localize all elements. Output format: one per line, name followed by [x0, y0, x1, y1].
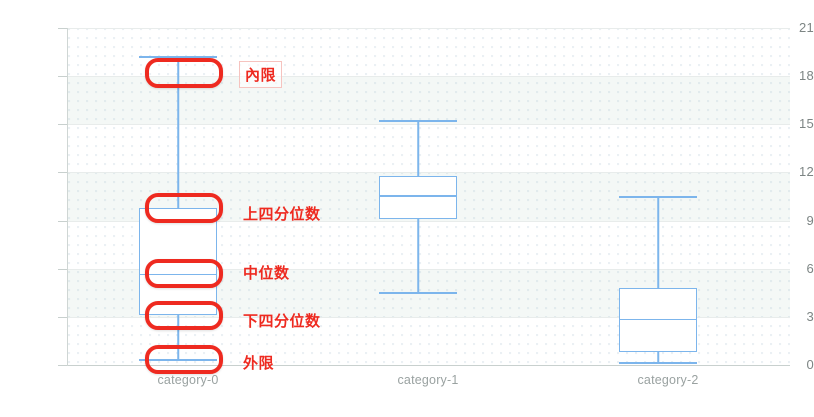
y-axis-label: 18 [798, 68, 814, 84]
y-axis-label: 3 [806, 308, 814, 324]
gridline [68, 76, 790, 78]
y-axis-label: 21 [798, 20, 814, 35]
annotation-ring-median [145, 259, 223, 288]
lower-whisker-cap [139, 359, 217, 362]
y-tick-0 [58, 365, 67, 366]
upper-whisker-stem [417, 121, 419, 177]
plot-band [68, 124, 790, 173]
y-tick-6 [58, 268, 67, 270]
box-rect [619, 288, 697, 353]
y-axis-label: 15 [798, 116, 814, 132]
upper-whisker-stem [177, 56, 179, 208]
y-tick-18 [58, 76, 67, 78]
annotation-ring-outer-limit [145, 345, 223, 374]
y-tick-21 [58, 28, 67, 29]
y-tick-15 [58, 124, 67, 126]
box-category-2[interactable] [568, 28, 748, 365]
gridline [68, 124, 790, 126]
x-axis-line [68, 365, 790, 366]
lower-whisker-stem [177, 315, 179, 361]
upper-whisker-cap [379, 120, 457, 123]
y-axis-label: 6 [806, 260, 814, 276]
y-axis-label: 9 [806, 212, 814, 228]
gridline [68, 172, 790, 174]
annotation-ring-upper-quartile [145, 193, 223, 223]
upper-whisker-cap [139, 56, 217, 59]
x-axis-label-category-0: category-0 [157, 373, 219, 387]
annotation-label-outer-limit: 外限 [243, 355, 275, 372]
lower-whisker-cap [619, 362, 697, 365]
upper-whisker-cap [619, 195, 697, 198]
x-axis-label-category-1: category-1 [397, 373, 459, 387]
annotation-label-upper-quartile: 上四分位数 [243, 206, 321, 223]
annotation-label-lower-quartile: 下四分位数 [243, 313, 321, 330]
gridline [68, 220, 790, 222]
lower-whisker-stem [657, 352, 659, 363]
y-axis-label: 0 [806, 357, 814, 372]
gridline [68, 316, 790, 318]
plot-band [68, 28, 790, 77]
lower-whisker-stem [417, 219, 419, 293]
y-tick-12 [58, 172, 67, 174]
upper-whisker-stem [657, 196, 659, 288]
gridline [68, 28, 790, 29]
annotation-ring-lower-quartile [145, 301, 223, 330]
annotation-label-median: 中位数 [243, 265, 290, 282]
x-axis-label-category-2: category-2 [637, 373, 699, 387]
gridline [68, 268, 790, 270]
median-line [379, 195, 457, 197]
annotation-ring-inner-limit [145, 58, 223, 88]
median-line [139, 273, 217, 276]
box-category-1[interactable] [328, 28, 508, 365]
y-tick-9 [58, 220, 67, 222]
y-axis-line [67, 28, 68, 366]
y-tick-3 [58, 316, 67, 318]
annotation-label-inner-limit: 內限 [239, 61, 283, 88]
box-rect [379, 176, 457, 220]
median-line [619, 318, 697, 321]
y-axis-label: 12 [798, 164, 814, 180]
lower-whisker-cap [379, 292, 457, 294]
